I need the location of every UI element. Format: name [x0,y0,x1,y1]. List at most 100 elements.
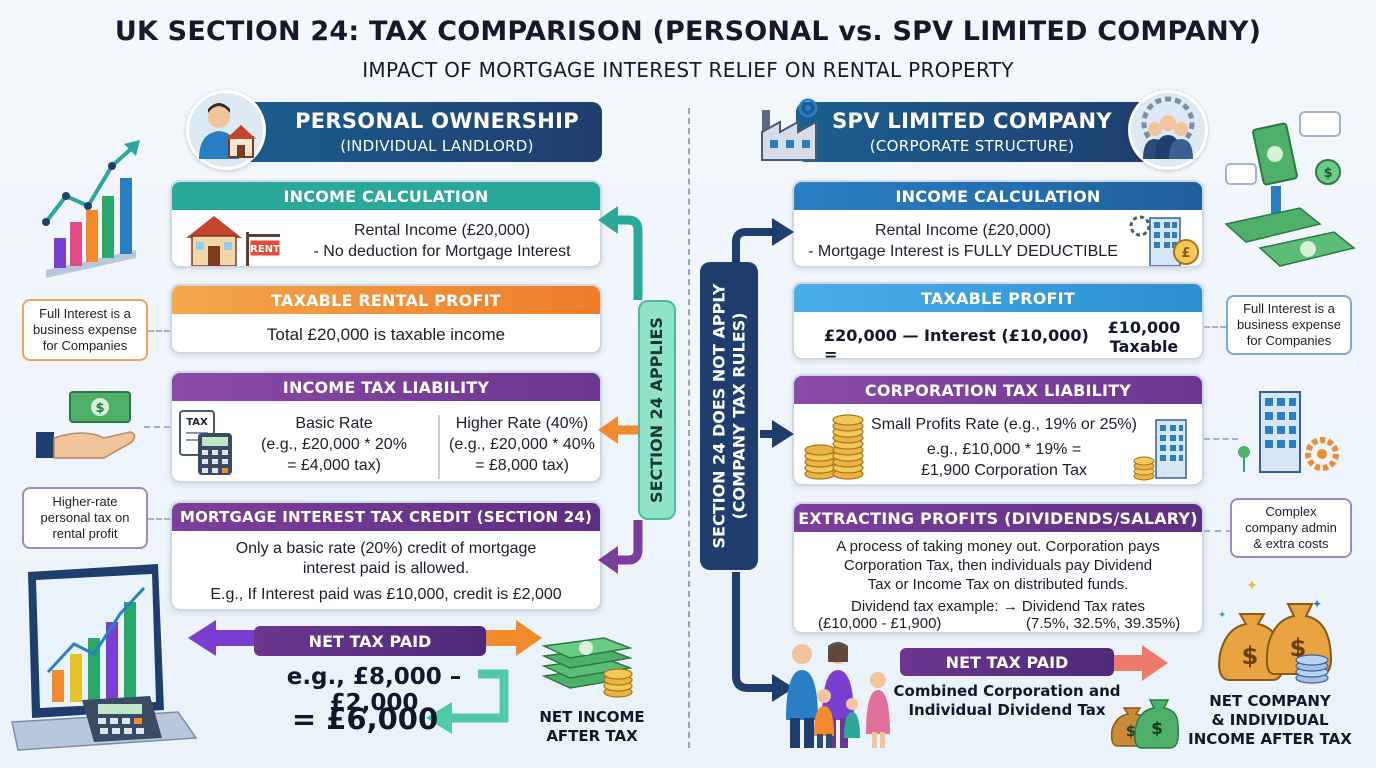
svg-text:$: $ [1290,634,1307,662]
company-extract-line1: A process of taking money out. Corporati… [836,538,1160,555]
rent-sign-label: RENT [250,244,280,255]
house-rent-icon: RENT [180,212,284,266]
caption-line: NET INCOME [539,708,645,726]
callout-line: for Companies [1246,333,1332,348]
laptop-chart-icon [8,562,198,763]
personal-net-income-caption: NET INCOME AFTER TAX [528,708,656,746]
callout-line: Higher-rate [52,494,118,509]
svg-text:$: $ [95,401,104,416]
tax-calculator-icon: TAX [178,409,238,481]
basic-rate-line1: (e.g., £20,000 * 20% [261,436,407,453]
money-bags-small-icon: $ $ [1108,688,1180,755]
caption-line: INCOME AFTER TAX [1188,730,1352,748]
personal-credit-line3: E.g., If Interest paid was £10,000, cred… [210,586,562,603]
money-bags-large-icon: ✦ ✦ ✦ $ $ [1212,576,1342,691]
company-corp-card: CORPORATION TAX LIABILITY Small Profits … [792,374,1204,486]
svg-text:$: $ [1242,642,1259,670]
caption-line: AFTER TAX [546,727,638,745]
callout-connector [1204,438,1238,440]
personal-callout-top: Full Interest is a business expense for … [22,299,148,361]
callout-line: Full Interest is a [1243,301,1335,316]
money-flow-icon: $ [1220,104,1360,289]
company-net-tax-pill: NET TAX PAID [900,648,1114,676]
personal-banner: PERSONAL OWNERSHIP (INDIVIDUAL LANDLORD) [232,102,602,162]
svg-text:✦: ✦ [1218,610,1226,621]
callout-line: Full Interest is a [39,306,131,321]
company-taxable-header: TAXABLE PROFIT [794,284,1202,312]
center-divider [688,108,690,748]
company-income-line2: - Mortgage Interest is FULLY DEDUCTIBLE [808,243,1118,260]
callout-line: Complex [1265,504,1317,519]
callout-line: & extra costs [1253,536,1329,551]
corporate-team-icon [1128,90,1208,170]
company-banner-subtitle: (CORPORATE STRUCTURE) [869,137,1075,155]
svg-text:$: $ [1126,722,1136,740]
callout-line: business expense [32,322,138,337]
svg-text:✦: ✦ [1312,597,1322,611]
section24-arrows [598,206,643,574]
company-extract-header: EXTRACTING PROFITS (DIVIDENDS/SALARY) [794,504,1202,532]
section24-not-apply-label: SECTION 24 DOES NOT APPLY (COMPANY TAX R… [700,262,758,570]
section24-not-apply-arrows [732,218,794,702]
callout-line: company admin [1245,520,1337,535]
company-taxable-label: Taxable Profit [1109,337,1179,358]
page-subtitle: IMPACT OF MORTGAGE INTEREST RELIEF ON RE… [362,58,1014,82]
personal-income-line2: - No deduction for Mortgage Interest [313,243,571,260]
hand-money-icon: $ [34,388,144,473]
svg-text:$: $ [1151,719,1163,739]
growth-chart-icon [36,138,146,283]
personal-credit-line1: Only a basic rate (20%) credit of mortga… [235,540,537,557]
company-net-line2: Individual Dividend Tax [908,701,1106,719]
company-banner: SPV LIMITED COMPANY (CORPORATE STRUCTURE… [796,102,1168,162]
callout-connector [1204,326,1226,328]
company-net-tax-desc: Combined Corporation and Individual Divi… [888,682,1126,720]
company-corp-line2: e.g., £10,000 * 19% = [926,441,1082,458]
coin-stacks-icon [802,410,868,484]
callout-line: business expense [1236,317,1342,332]
company-extract-line2: Corporation Tax, then individuals pay Di… [843,557,1153,574]
company-income-card: INCOME CALCULATION Rental Income (£20,00… [792,180,1204,268]
company-extract-line5a: (£10,000 - £1,900) [818,615,942,632]
company-extract-line3: Tax or Income Tax on distributed funds. [867,576,1129,593]
personal-callout-bottom: Higher-rate personal tax on rental profi… [22,487,148,549]
callout-connector [148,518,170,520]
svg-text:$: $ [1323,166,1332,181]
higher-rate-line1: (e.g., £20,000 * 40% [449,436,595,453]
personal-credit-line2: interest paid is allowed. [302,560,470,577]
building-coin-icon: £ [1128,212,1202,266]
company-taxable-amount: £10,000 [1107,318,1181,337]
personal-taxable-card: TAXABLE RENTAL PROFIT Total £20,000 is t… [170,284,602,354]
company-corp-line1: Small Profits Rate (e.g., 19% or 25%) [871,416,1137,433]
company-corp-header: CORPORATION TAX LIABILITY [794,376,1202,404]
company-corp-line3: £1,900 Corporation Tax [920,462,1088,479]
personal-credit-header: MORTGAGE INTEREST TAX CREDIT (SECTION 24… [172,503,600,531]
callout-line: for Companies [42,338,128,353]
personal-liability-header: INCOME TAX LIABILITY [172,373,600,401]
tax-form-label: TAX [186,417,208,428]
company-income-header: INCOME CALCULATION [794,182,1202,210]
personal-liability-card: INCOME TAX LIABILITY TAX Basic Rate (e.g… [170,371,602,483]
personal-net-tax-pill: NET TAX PAID [254,626,486,656]
higher-rate-line2: = £8,000 tax) [475,457,569,474]
company-taxable-formula: £20,000 — Interest (£10,000) = [824,326,1089,360]
page-title: UK SECTION 24: TAX COMPARISON (PERSONAL … [114,16,1262,47]
company-net-income-caption: NET COMPANY & INDIVIDUAL INCOME AFTER TA… [1176,692,1364,749]
rate-divider [438,415,440,479]
personal-banner-title: PERSONAL OWNERSHIP [295,109,579,133]
office-gear-icon [1238,384,1348,481]
cash-stack-icon [540,618,640,705]
personal-income-line1: Rental Income (£20,000) [353,222,531,239]
personal-banner-subtitle: (INDIVIDUAL LANDLORD) [340,137,534,155]
basic-rate-title: Basic Rate [295,415,373,432]
landlord-avatar-icon [186,90,266,170]
company-income-line1: Rental Income (£20,000) [874,222,1052,239]
personal-credit-card: MORTGAGE INTEREST TAX CREDIT (SECTION 24… [170,501,602,611]
company-callout-bottom: Complex company admin & extra costs [1230,498,1352,558]
company-extract-card: EXTRACTING PROFITS (DIVIDENDS/SALARY) A … [792,502,1204,634]
factory-icon [758,96,828,169]
personal-income-card: INCOME CALCULATION Rental Income (£20,00… [170,180,602,268]
family-icon [780,640,900,757]
company-extract-line5b: (7.5%, 32.5%, 39.35%) [1026,615,1181,632]
personal-income-header: INCOME CALCULATION [172,182,600,210]
net-tax-arrows-left [188,620,542,734]
